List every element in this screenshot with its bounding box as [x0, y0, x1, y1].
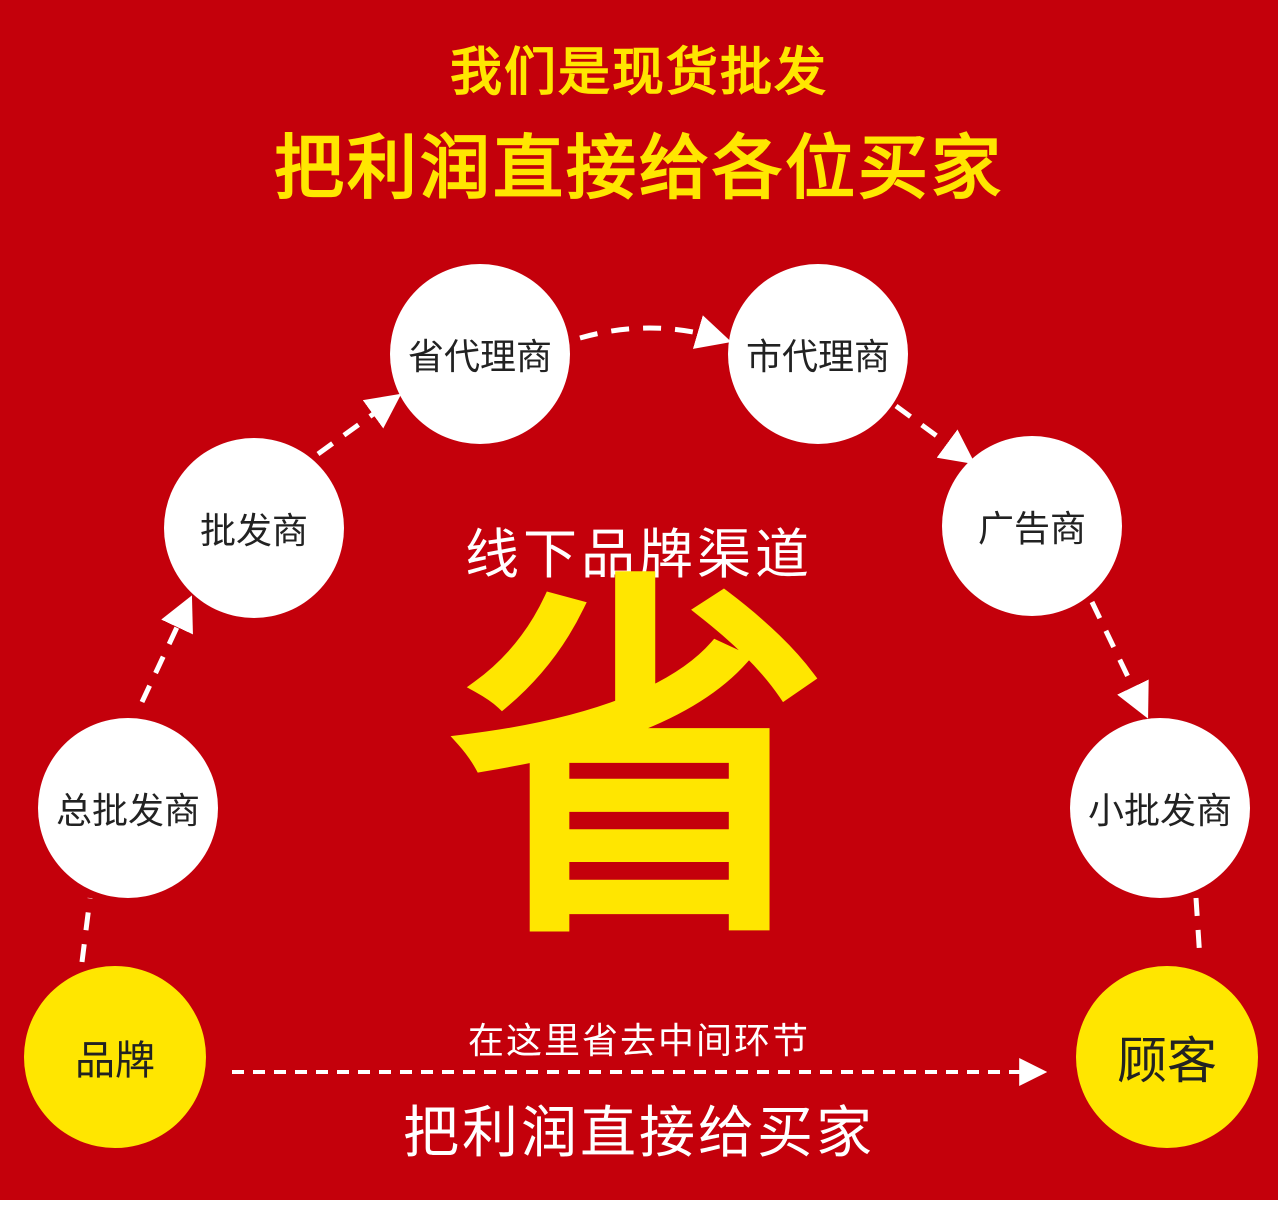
- node-provincial-agent: 省代理商: [390, 264, 570, 444]
- connector-small-to-customer: [1193, 897, 1203, 961]
- node-general-wholesaler: 总批发商: [38, 718, 218, 898]
- bottom-slogan: 把利润直接给买家: [403, 1101, 875, 1166]
- connector-advertiser-to-small: [1089, 600, 1149, 719]
- connector-brand-to-general: [79, 897, 93, 963]
- node-wholesaler: 批发商: [164, 438, 344, 618]
- headline-small: 我们是现货批发: [449, 43, 828, 103]
- connector-city-to-advertiser: [894, 403, 976, 465]
- node-brand: 品牌: [24, 966, 206, 1148]
- node-customer: 顾客: [1076, 966, 1258, 1148]
- headline-large: 把利润直接给各位买家: [274, 127, 1004, 209]
- node-advertiser: 广告商: [942, 436, 1122, 616]
- channel-label: 线下品牌渠道: [465, 523, 813, 586]
- connector-provincial-to-city: [579, 315, 732, 349]
- save-big-character: 省: [449, 543, 829, 986]
- bottom-caption: 在这里省去中间环节: [467, 1021, 810, 1062]
- connector-general-to-wholesaler: [139, 595, 193, 704]
- node-small-wholesaler: 小批发商: [1070, 718, 1250, 898]
- connector-wholesaler-to-provincial: [316, 393, 402, 457]
- node-city-agent: 市代理商: [728, 264, 908, 444]
